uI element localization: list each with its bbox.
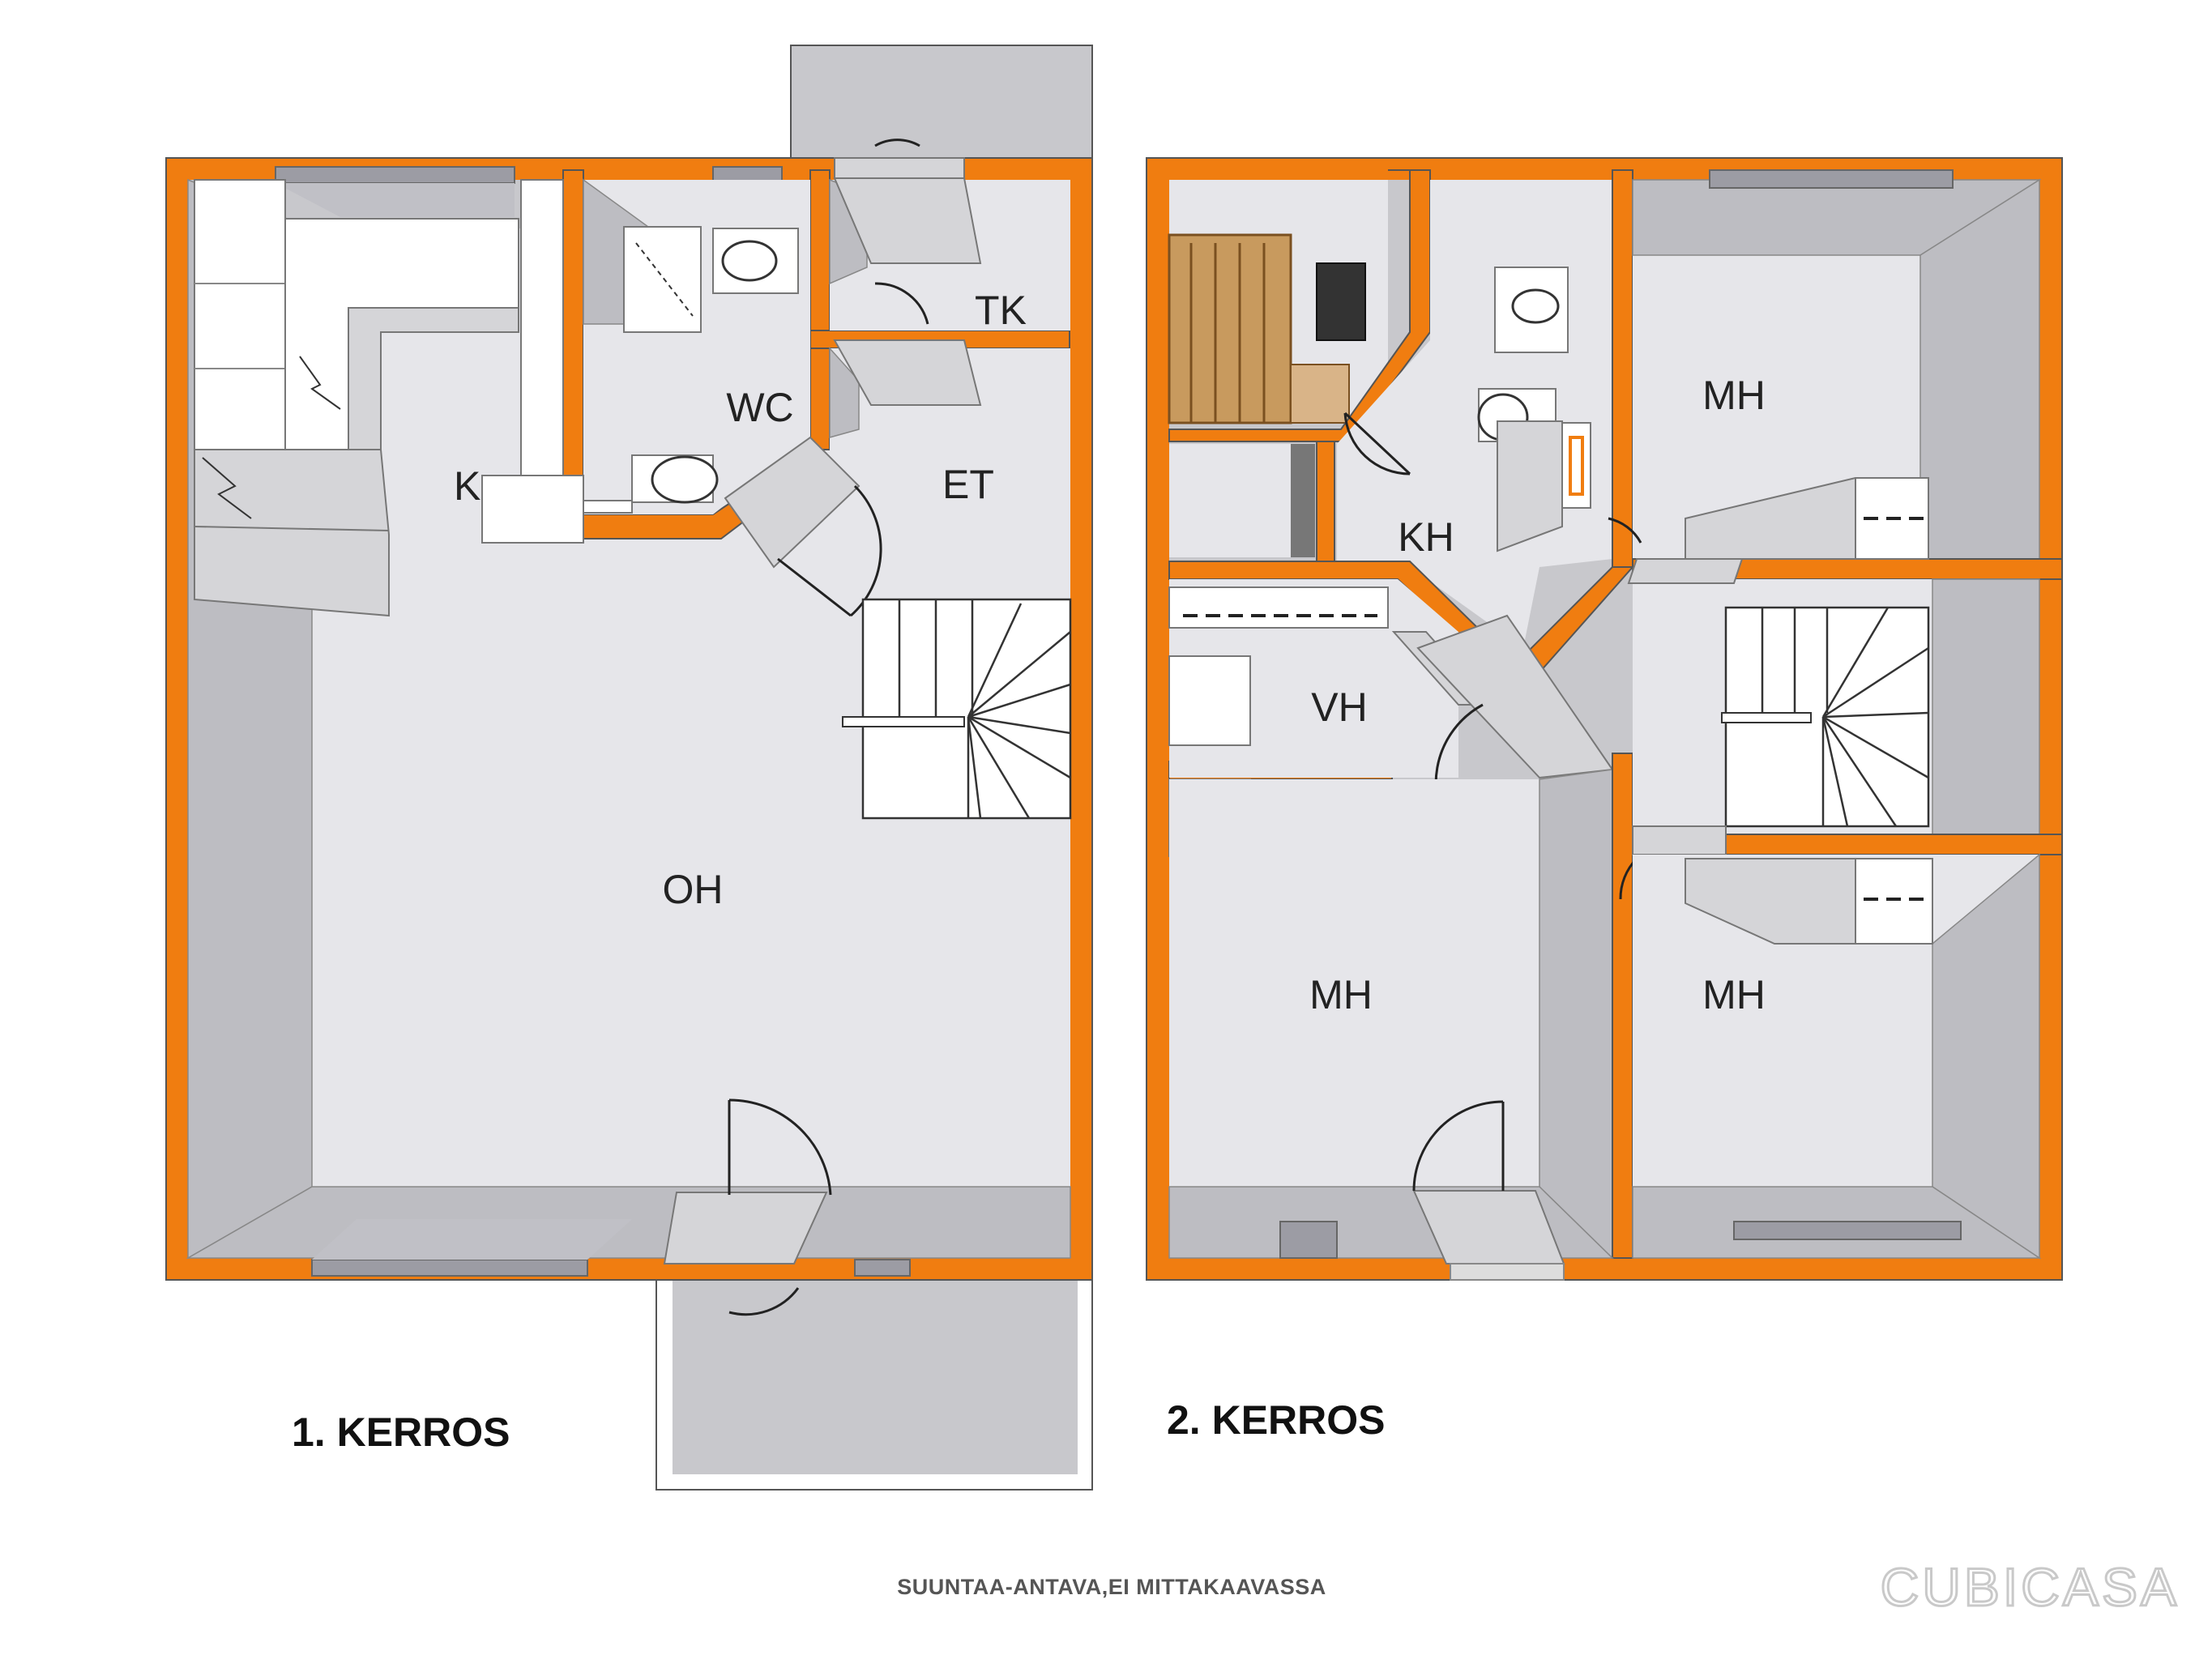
kitchen-fridge — [520, 179, 564, 476]
floor-2-title: 2. KERROS — [1167, 1397, 1386, 1443]
mh-left-door-swing — [1412, 1100, 1504, 1192]
room-label-wc: WC — [726, 385, 793, 430]
wc-door-frame — [724, 436, 860, 569]
brand-logo: CUBICASA — [1881, 1557, 2180, 1617]
kh-cabinet — [1497, 420, 1563, 552]
room-label-mh-left: MH — [1309, 972, 1373, 1017]
entrance-door-swing — [728, 1098, 832, 1196]
room-label-et: ET — [942, 462, 994, 507]
disclaimer-text: SUUNTAA-ANTAVA,EI MITTAKAAVASSA — [897, 1575, 1326, 1599]
sauna-bench — [1168, 233, 1292, 424]
window-mh-bottom — [1733, 1221, 1962, 1240]
sauna-door-swing — [1343, 412, 1411, 476]
floor-2-plan: KH MH VH MH MH 2. KERROS — [1146, 157, 2063, 1443]
window-top-left — [275, 166, 515, 184]
kitchen-island — [481, 475, 584, 544]
entrance-door-frame — [663, 1192, 828, 1265]
sauna-stove — [1316, 262, 1366, 341]
floor-1-stairs — [842, 598, 1072, 820]
balcony-door-swing — [874, 139, 920, 147]
room-label-mh-top: MH — [1702, 373, 1766, 418]
kitchen-tall-cabinets — [194, 179, 286, 450]
room-label-k: K — [454, 463, 480, 509]
kh-mh-wall — [1612, 169, 1633, 568]
room-label-oh: OH — [663, 867, 724, 912]
floor-1-plan: K WC TK ET OH 1. KERROS — [165, 45, 1093, 1491]
window-mh-left — [1279, 1221, 1338, 1259]
vh-shelf — [1168, 586, 1389, 629]
window-bottom-right — [854, 1259, 911, 1277]
balcony-door-frame — [834, 157, 965, 179]
mh-separating-wall — [1612, 753, 1633, 1259]
floor-1-title: 1. KERROS — [292, 1410, 510, 1455]
window-bottom-left — [311, 1259, 588, 1277]
room-label-mh-bottom: MH — [1702, 972, 1766, 1017]
vh-cabinet — [1168, 655, 1251, 746]
tk-door-swing — [874, 282, 929, 325]
room-label-kh: KH — [1398, 514, 1454, 560]
room-label-vh: VH — [1311, 684, 1367, 730]
floor-2-stairs — [1633, 579, 1932, 851]
room-label-tk: TK — [975, 288, 1027, 333]
window-mh-top — [1709, 169, 1954, 189]
wc-shower — [623, 226, 702, 333]
